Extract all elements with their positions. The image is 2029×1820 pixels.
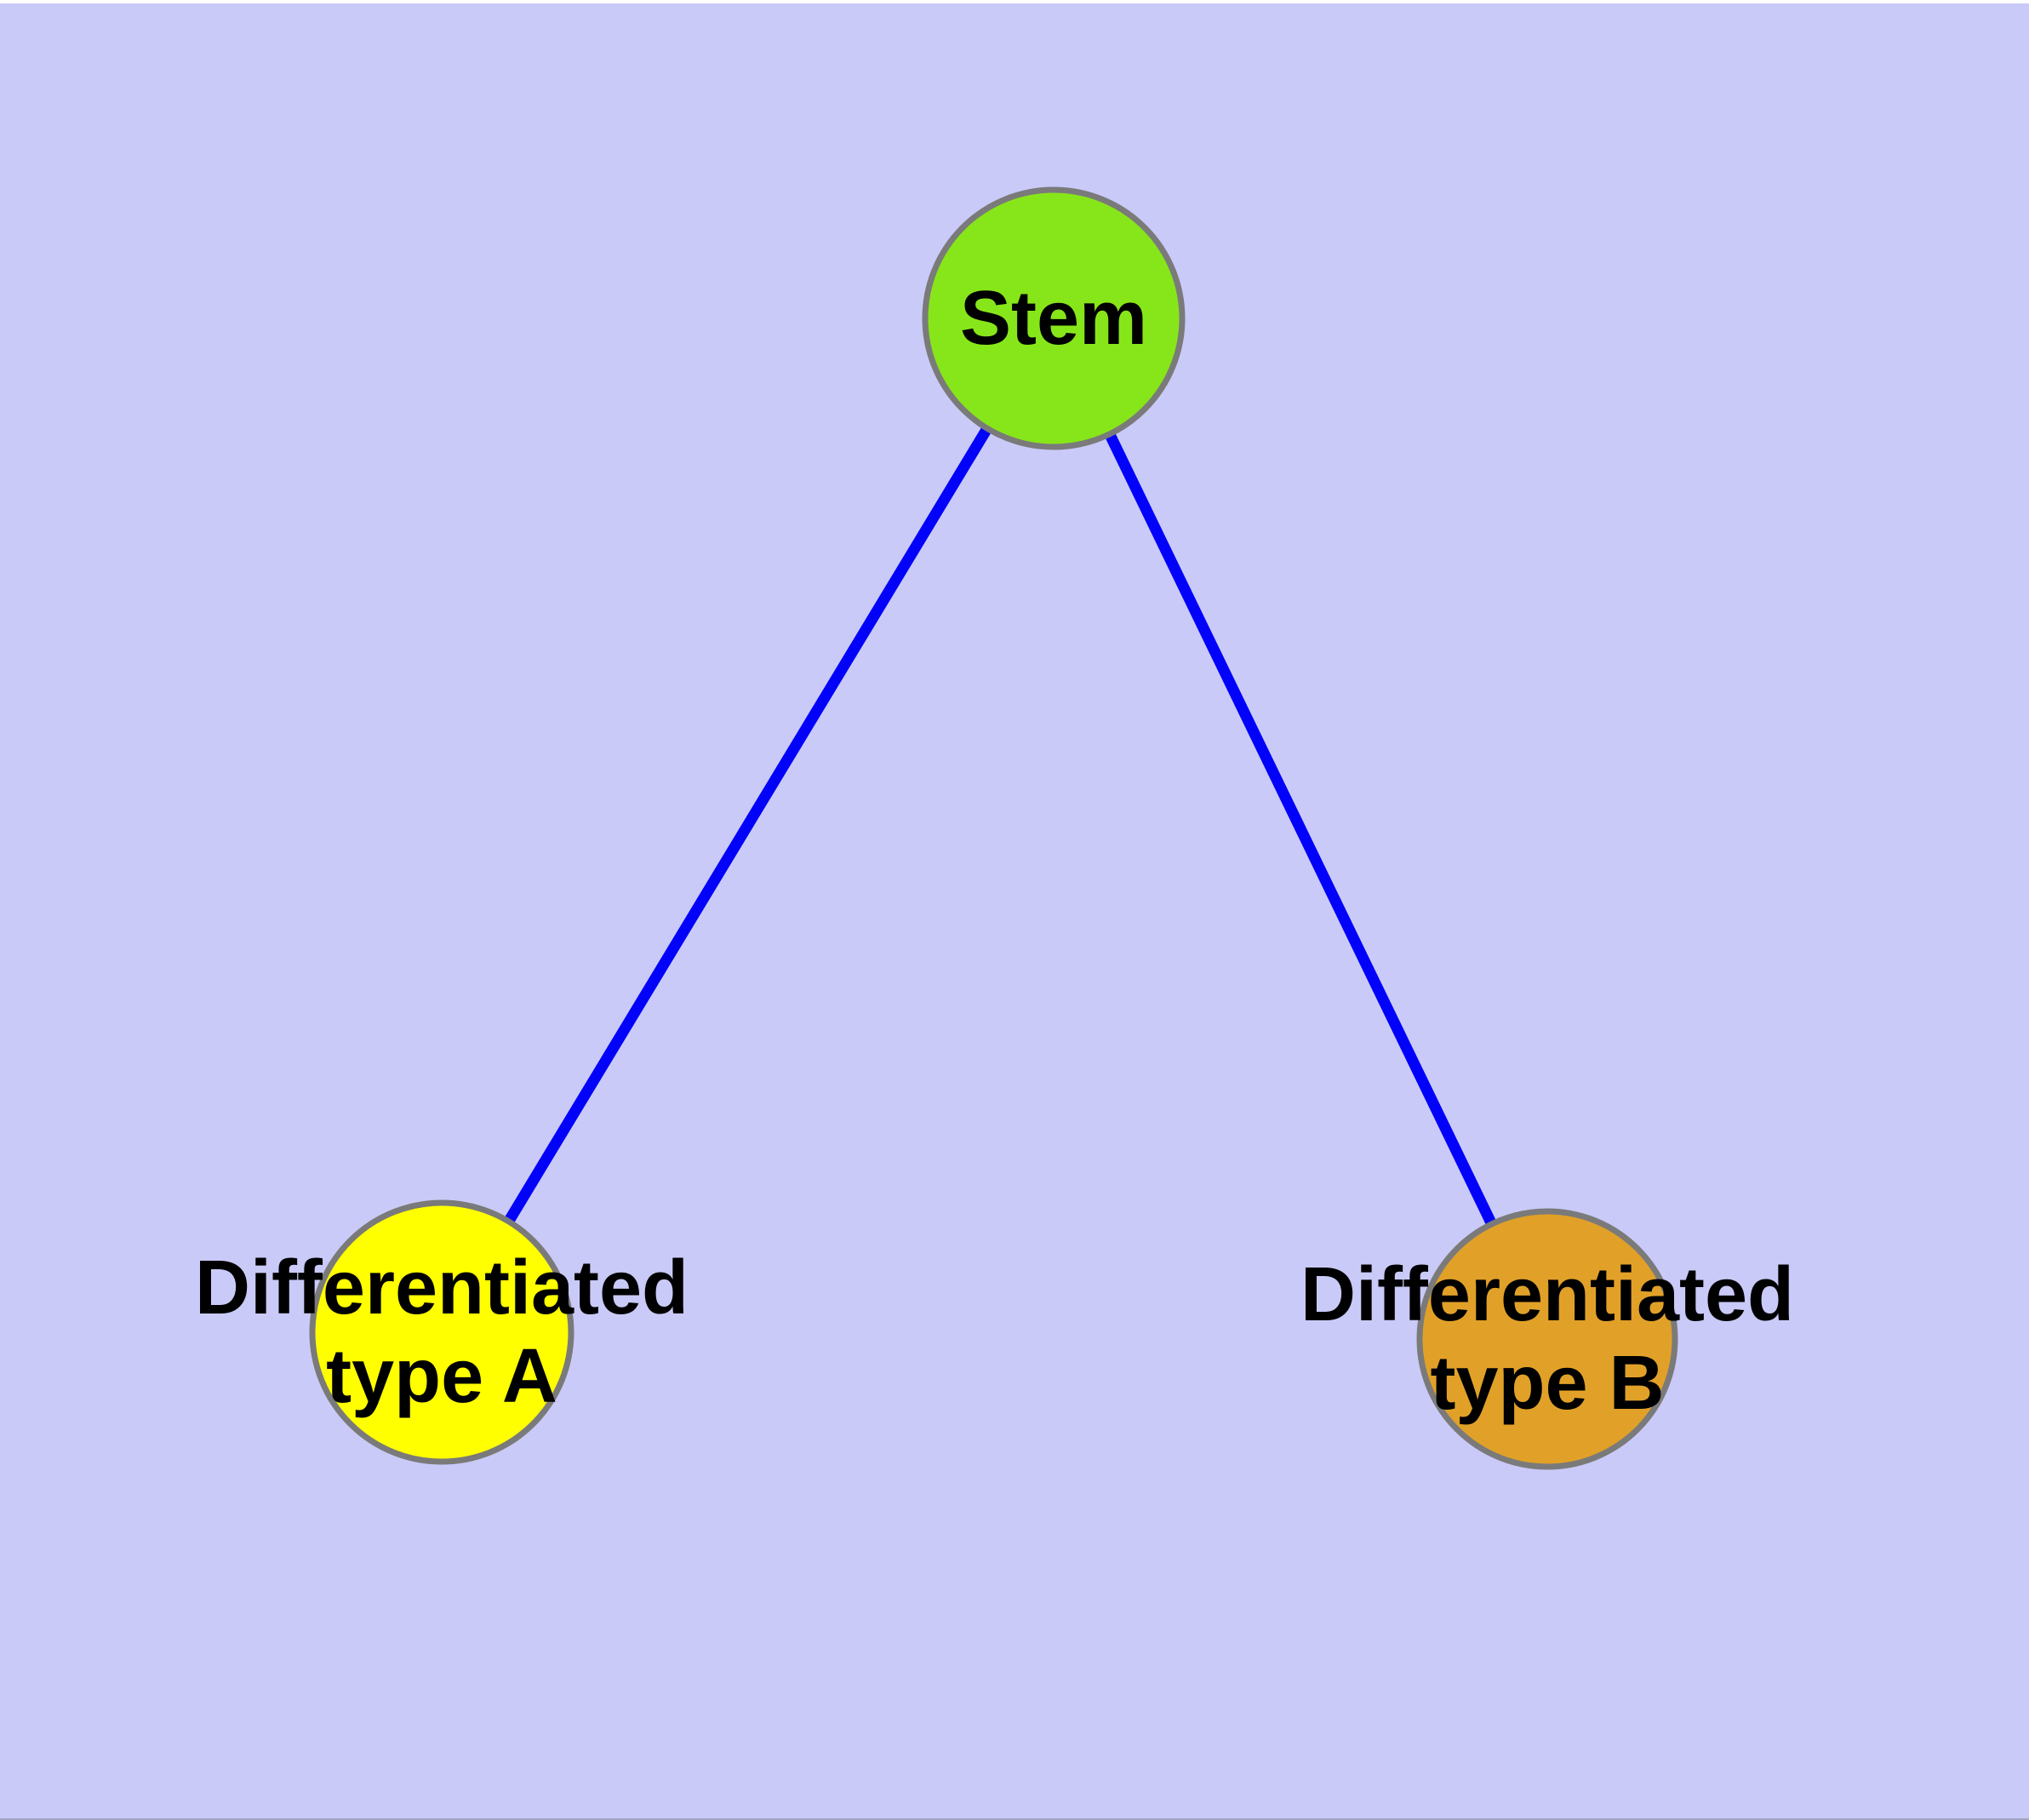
node-differentiated-type-a bbox=[309, 1199, 574, 1465]
node-stem bbox=[922, 186, 1186, 450]
edge-stem-to-type-a bbox=[437, 315, 1059, 1336]
node-differentiated-type-b bbox=[1416, 1208, 1678, 1470]
node-type-b-label-line1: Differentiated bbox=[1300, 1252, 1794, 1337]
node-type-a-label-line1: Differentiated bbox=[195, 1245, 689, 1331]
node-type-b-label-line2: type B bbox=[1430, 1341, 1664, 1426]
node-type-a-label-line2: type A bbox=[326, 1334, 557, 1419]
bottom-edge-line bbox=[0, 1818, 2029, 1820]
edge-stem-to-type-b bbox=[1049, 316, 1552, 1342]
node-stem-label: Stem bbox=[960, 276, 1147, 361]
top-margin-strip bbox=[0, 0, 2029, 3]
